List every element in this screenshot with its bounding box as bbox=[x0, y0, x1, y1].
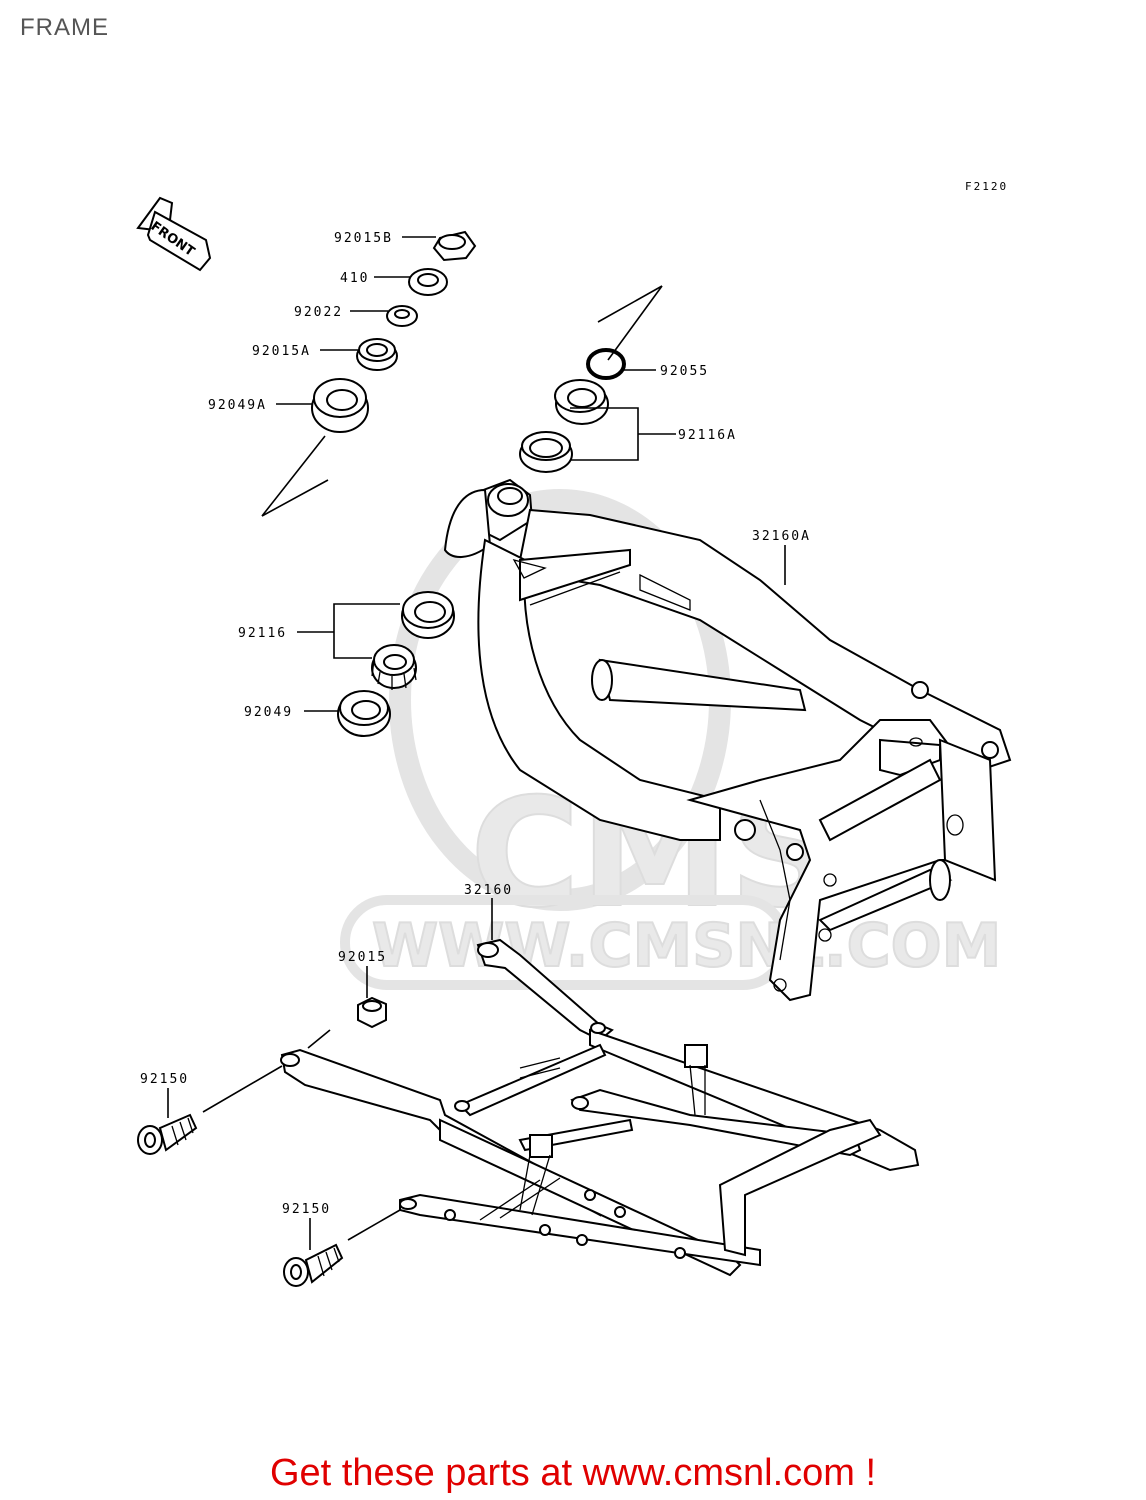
part-label-92055: 92055 bbox=[660, 364, 709, 379]
sub-frame-32160 bbox=[280, 938, 920, 1277]
oring-92055 bbox=[586, 348, 626, 380]
seal-92049 bbox=[337, 690, 391, 737]
part-label-92150-lower: 92150 bbox=[282, 1202, 331, 1217]
part-label-32160a: 32160A bbox=[752, 529, 811, 544]
bolt-92150-upper bbox=[137, 1113, 198, 1155]
page-title: FRAME bbox=[20, 14, 109, 41]
front-arrow: FRONT bbox=[136, 196, 212, 272]
part-label-92015b: 92015B bbox=[334, 231, 393, 246]
cta-banner[interactable]: Get these parts at www.cmsnl.com ! bbox=[269, 1452, 877, 1494]
main-frame-32160a bbox=[443, 478, 1012, 1002]
part-label-32160: 32160 bbox=[464, 883, 513, 898]
nut-92015a bbox=[356, 338, 398, 371]
part-label-92015: 92015 bbox=[338, 950, 387, 965]
part-labels: 92015B 410 92022 92015A 92049A 92055 921… bbox=[140, 231, 811, 1217]
washer-92022 bbox=[386, 305, 418, 327]
part-label-92116a: 92116A bbox=[678, 428, 737, 443]
part-label-92116: 92116 bbox=[238, 626, 287, 641]
nut-92015 bbox=[357, 996, 387, 1029]
part-label-92015a: 92015A bbox=[252, 344, 311, 359]
bolt-92150-lower bbox=[283, 1243, 344, 1287]
part-label-410: 410 bbox=[340, 271, 369, 286]
watermark-url: WWW.CMSNL.COM bbox=[372, 911, 1001, 981]
figure-code: F2120 bbox=[965, 180, 1008, 193]
part-label-92150-upper: 92150 bbox=[140, 1072, 189, 1087]
leader-lines bbox=[167, 236, 786, 1250]
part-label-92022: 92022 bbox=[294, 305, 343, 320]
bearing-92116 bbox=[371, 591, 455, 690]
part-label-92049: 92049 bbox=[244, 705, 293, 720]
nut-92015b bbox=[432, 230, 477, 262]
part-label-92049a: 92049A bbox=[208, 398, 267, 413]
bearing-92116a bbox=[519, 379, 609, 473]
washer-410 bbox=[408, 268, 448, 296]
seal-92049a bbox=[311, 378, 369, 433]
